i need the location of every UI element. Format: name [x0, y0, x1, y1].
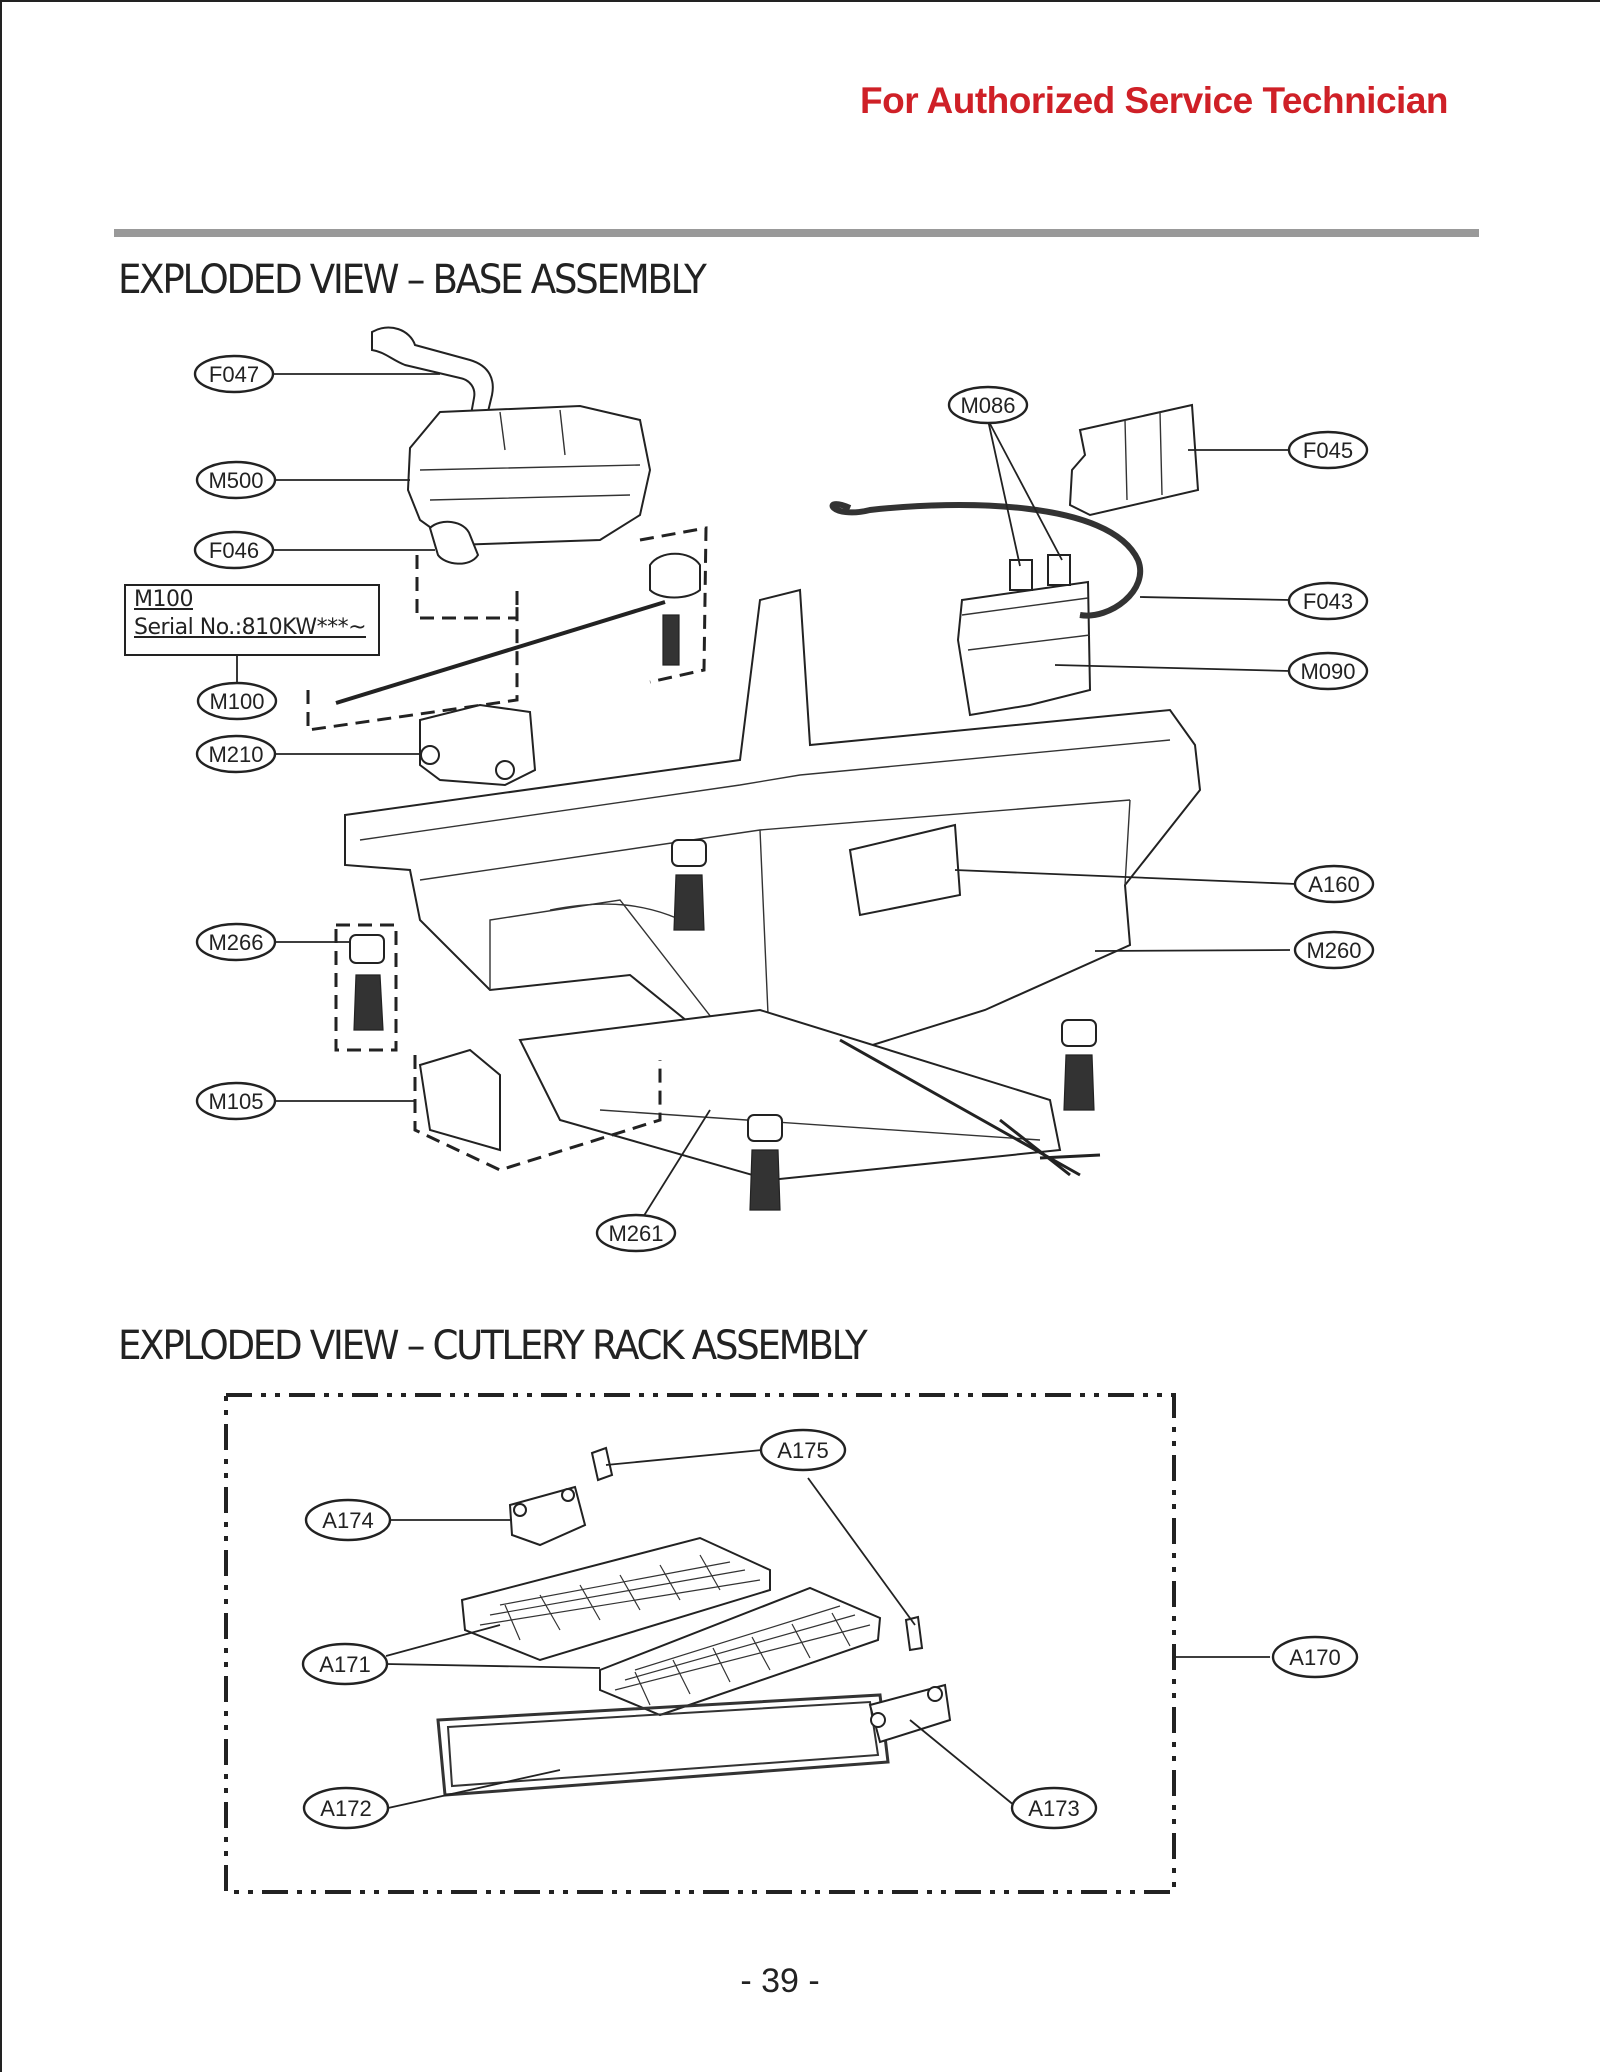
part-m210-valve	[419, 703, 537, 787]
label-a175-text: A175	[777, 1438, 828, 1463]
part-m086-a	[1009, 559, 1033, 591]
label-m086: M086	[947, 385, 1029, 425]
part-m100-rod	[335, 600, 666, 705]
label-m210: M210	[195, 734, 277, 774]
serial-note-box: M100 Serial No.:810KW***~	[124, 584, 380, 656]
label-f043-text: F043	[1303, 589, 1353, 614]
section-title-base: EXPLODED VIEW – BASE ASSEMBLY	[118, 257, 707, 303]
label-m500: M500	[195, 460, 277, 500]
cutlery-rack-drawing	[436, 1446, 952, 1797]
label-a173: A173	[1010, 1786, 1098, 1830]
label-m100: M100	[196, 681, 278, 721]
header-rule	[114, 229, 1479, 237]
part-a172-frame	[436, 1693, 890, 1797]
section-title-cutlery: EXPLODED VIEW – CUTLERY RACK ASSEMBLY	[118, 1323, 868, 1369]
label-f046: F046	[193, 530, 275, 570]
serial-note-model: M100	[134, 587, 193, 612]
label-m260-text: M260	[1306, 938, 1361, 963]
label-m500-text: M500	[208, 468, 263, 493]
leveling-feet	[671, 839, 1097, 1211]
part-m261-tray	[518, 1008, 1062, 1182]
part-a171-basket-right	[599, 1586, 882, 1717]
label-a170: A170	[1271, 1635, 1359, 1679]
label-f047-text: F047	[209, 362, 259, 387]
label-a172: A172	[302, 1786, 390, 1830]
label-a160: A160	[1293, 864, 1375, 904]
label-a173-text: A173	[1028, 1796, 1079, 1821]
m105-dashed-group	[413, 1055, 662, 1172]
label-m105-text: M105	[208, 1089, 263, 1114]
part-m105	[418, 1048, 501, 1152]
part-f045-cover	[1068, 403, 1200, 517]
label-m210-text: M210	[208, 742, 263, 767]
serial-note-serial: Serial No.:810KW***~	[134, 615, 367, 640]
label-m086-text: M086	[960, 393, 1015, 418]
part-a175-clip-right	[904, 1615, 924, 1652]
base-part-labels: F047 M086 F045 M500 F046 F043 M090 M100 …	[193, 354, 1375, 1253]
label-f045-text: F045	[1303, 438, 1353, 463]
label-f045: F045	[1287, 430, 1369, 470]
basket-grid	[479, 1554, 871, 1706]
part-a160	[848, 823, 962, 917]
label-a174: A174	[304, 1498, 392, 1542]
label-f047: F047	[193, 354, 275, 394]
label-a174-text: A174	[322, 1508, 373, 1533]
part-m266-foot	[353, 974, 384, 1031]
label-m090: M090	[1287, 651, 1369, 691]
part-f046	[428, 520, 480, 565]
page-number: - 39 -	[740, 1962, 820, 2000]
label-a172-text: A172	[320, 1796, 371, 1821]
label-a175: A175	[759, 1428, 847, 1472]
part-m090-module	[956, 580, 1092, 717]
label-m260: M260	[1293, 930, 1375, 970]
label-a160-text: A160	[1308, 872, 1359, 897]
part-m266-cap	[349, 934, 385, 964]
m266-dashed-group	[334, 923, 398, 1052]
label-m266-text: M266	[208, 930, 263, 955]
label-m266: M266	[195, 922, 277, 962]
cutlery-part-labels: A175 A174 A171 A170 A172 A173	[301, 1428, 1359, 1830]
label-a171-text: A171	[319, 1652, 370, 1677]
base-leader-lines	[236, 373, 1297, 1223]
label-f043: F043	[1287, 581, 1369, 621]
label-a171: A171	[301, 1642, 389, 1686]
part-m260-base	[344, 588, 1202, 1082]
part-m086-b	[1047, 554, 1071, 586]
label-a170-text: A170	[1289, 1645, 1340, 1670]
m100-dashed-group	[306, 526, 708, 732]
label-m105: M105	[195, 1081, 277, 1121]
cutlery-leader-lines	[385, 1449, 1270, 1809]
header-note: For Authorized Service Technician	[860, 80, 1448, 121]
base-assembly-drawing	[306, 326, 1202, 1211]
label-f046-text: F046	[209, 538, 259, 563]
label-m100-text: M100	[209, 689, 264, 714]
label-m261: M261	[595, 1213, 677, 1253]
part-m500-sump	[406, 404, 652, 547]
part-a175-clip-top	[590, 1446, 614, 1482]
label-m261-text: M261	[608, 1221, 663, 1246]
label-m090-text: M090	[1300, 659, 1355, 684]
screw-c	[999, 1118, 1071, 1177]
